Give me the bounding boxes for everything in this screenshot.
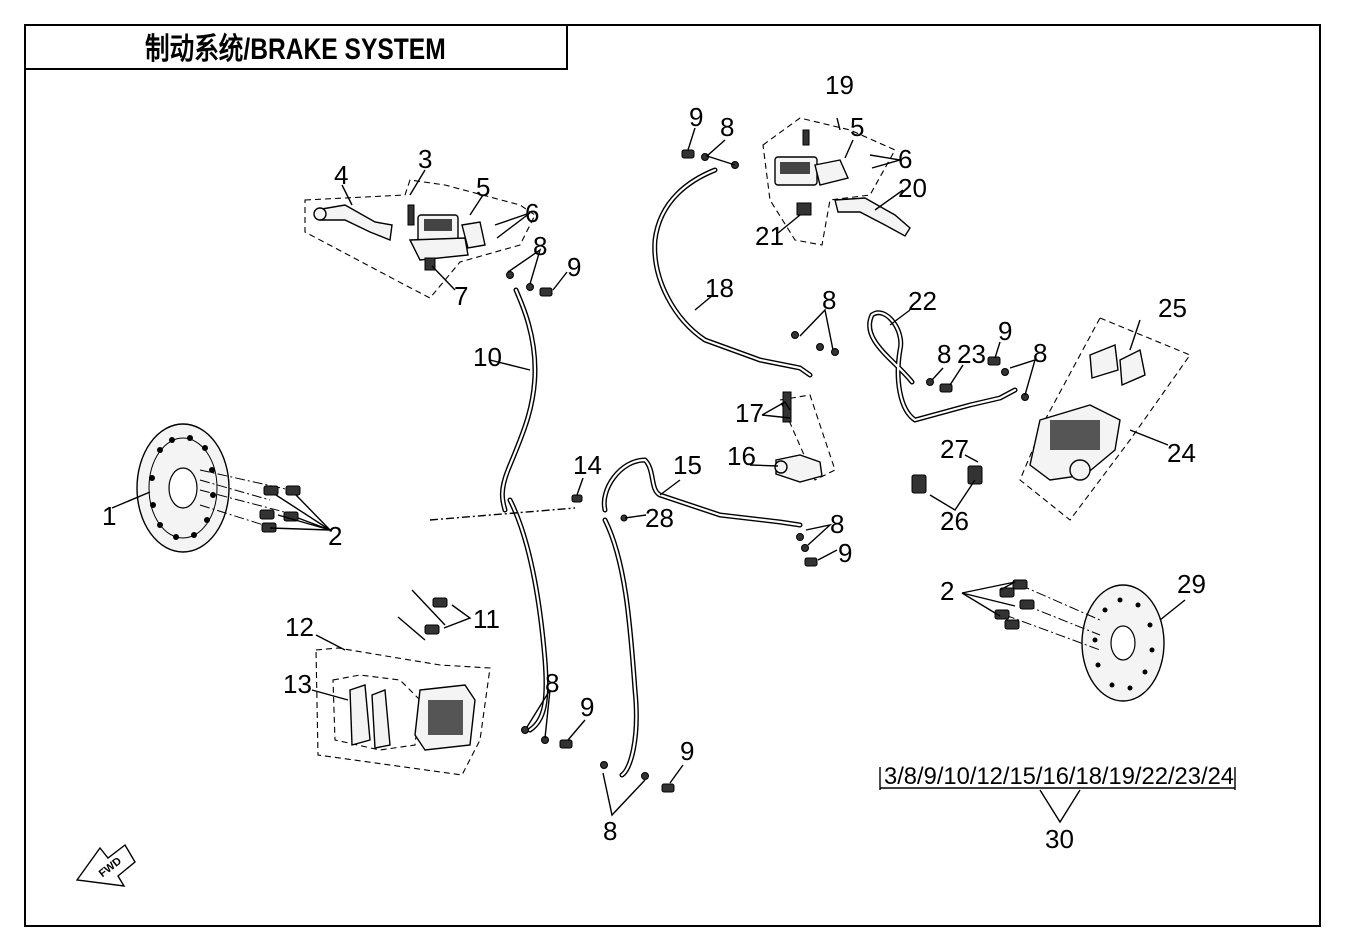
- brake-splitter-16: [774, 454, 823, 483]
- kit-list-label: 3/8/9/10/12/15/16/18/19/22/23/24: [884, 763, 1234, 790]
- drawing-frame: [24, 24, 1321, 927]
- hose-front-lower: [507, 497, 549, 733]
- callout-15: 15: [673, 450, 702, 480]
- callout-8-f: 8: [822, 285, 836, 315]
- rear-brake-pads-25: [1089, 344, 1146, 387]
- callout-29: 29: [1177, 569, 1206, 599]
- callout-12: 12: [285, 612, 314, 642]
- callout-11: 11: [473, 604, 500, 634]
- callout-labels: 1 2 3 4 5 6 7 8 9 10 11 12 13 8 9 8 9 14…: [102, 70, 1234, 854]
- forward-arrow-icon: FWD: [75, 843, 136, 887]
- rear-brake-lever: [834, 197, 911, 237]
- callout-9-a: 9: [567, 252, 581, 282]
- callout-4: 4: [334, 160, 348, 190]
- callout-8-e: 8: [720, 112, 734, 142]
- callout-7: 7: [454, 281, 468, 311]
- callout-28: 28: [645, 503, 674, 533]
- callout-16: 16: [727, 441, 756, 471]
- rear-disc-bolts: [994, 579, 1101, 651]
- front-brake-disc: [136, 423, 230, 553]
- callout-10: 10: [473, 342, 502, 372]
- caliper-bolts-11: [424, 597, 448, 635]
- callout-9-e: 9: [689, 102, 703, 132]
- callout-8-b: 8: [545, 668, 559, 698]
- callout-30: 30: [1045, 824, 1074, 854]
- callout-8-g: 8: [937, 339, 951, 369]
- callout-24: 24: [1167, 438, 1196, 468]
- front-caliper-outline: [315, 647, 491, 776]
- callout-9-f: 9: [998, 316, 1012, 346]
- callout-1: 1: [102, 501, 116, 531]
- callout-17: 17: [735, 398, 764, 428]
- callout-6-front: 6: [525, 198, 539, 228]
- callout-13: 13: [283, 669, 312, 699]
- front-brake-pads-13: [349, 684, 391, 749]
- front-disc-bolts: [199, 469, 301, 533]
- hose-22: [867, 310, 1018, 423]
- front-caliper-12: [414, 684, 476, 751]
- hose-10: [499, 287, 538, 513]
- banjo-bolt-17: [782, 391, 792, 423]
- callout-14: 14: [573, 450, 602, 480]
- callout-18: 18: [705, 273, 734, 303]
- rear-master-cylinder: [774, 129, 849, 216]
- front-pads-outline: [332, 674, 421, 751]
- callout-9-c: 9: [680, 736, 694, 766]
- rear-caliper: [1029, 404, 1121, 481]
- callout-9-b: 9: [580, 692, 594, 722]
- front-master-cylinder: [407, 204, 486, 271]
- callout-23: 23: [957, 339, 986, 369]
- callout-8-a: 8: [533, 231, 547, 261]
- callout-9-d: 9: [838, 538, 852, 568]
- hose-front-right-lower: [602, 517, 639, 778]
- page-title: 制动系统/BRAKE SYSTEM: [144, 33, 446, 66]
- rear-master-cylinder-outline: [762, 117, 896, 246]
- callout-25: 25: [1158, 293, 1187, 323]
- callout-26: 26: [940, 506, 969, 536]
- callout-5-front: 5: [476, 172, 490, 202]
- callout-21: 21: [755, 221, 784, 251]
- title-box: 制动系统/BRAKE SYSTEM: [24, 24, 568, 70]
- hose-18: [652, 167, 813, 378]
- front-brake-lever: [313, 204, 393, 241]
- callout-5-rear: 5: [850, 112, 864, 142]
- callout-20: 20: [898, 173, 927, 203]
- leader-lines: [111, 117, 1236, 824]
- callout-6-rear: 6: [898, 144, 912, 174]
- callout-27: 27: [940, 434, 969, 464]
- callout-19: 19: [825, 70, 854, 100]
- hose-15: [601, 457, 803, 528]
- rear-brake-disc: [1081, 584, 1165, 702]
- callout-22: 22: [908, 286, 937, 316]
- front-master-cylinder-outline: [304, 179, 536, 299]
- splitter-outline: [779, 394, 836, 481]
- callout-8-c: 8: [603, 816, 617, 846]
- washers-and-bolts: [506, 149, 1029, 793]
- callout-8-d: 8: [830, 509, 844, 539]
- callout-2-rear: 2: [940, 576, 954, 606]
- callout-2-front: 2: [328, 521, 342, 551]
- callout-3: 3: [418, 144, 432, 174]
- callout-8-h: 8: [1033, 338, 1047, 368]
